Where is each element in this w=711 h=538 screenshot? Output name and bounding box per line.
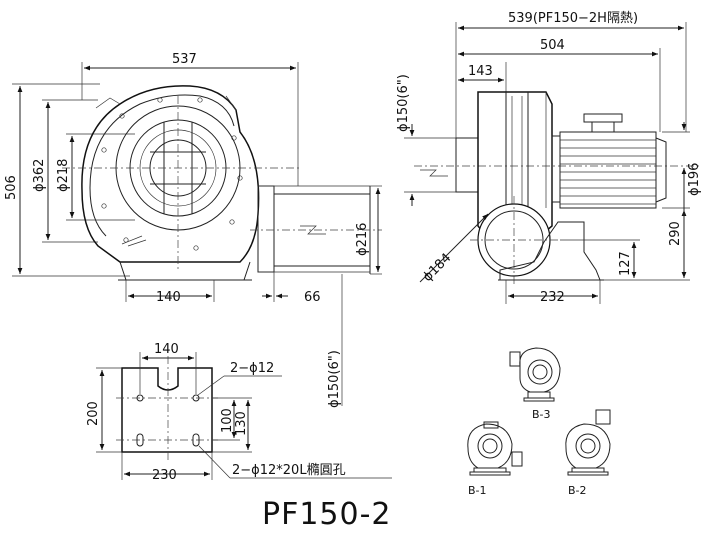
outlet-flange-dim: ϕ150(6")	[327, 350, 342, 408]
motor	[559, 113, 667, 209]
plate-hole	[192, 394, 200, 402]
orientation-label: B-2	[568, 484, 587, 497]
outlet-duct	[250, 185, 382, 274]
overall-length-dim: 539(PF150−2H隔熱)	[508, 11, 638, 26]
slot-spacing-dim: 100	[220, 408, 235, 433]
outlet-dia-dim: ϕ184	[420, 251, 454, 285]
plate-outline	[121, 367, 213, 453]
outlet-length-dim: 66	[304, 290, 321, 305]
side-view: 539(PF150−2H隔熱) 504 143 ϕ150(6") ϕ184	[396, 11, 702, 305]
outlet-height-dim: ϕ216	[355, 223, 370, 256]
orientation-b3: B-3	[509, 347, 561, 421]
orientation-label: B-3	[532, 408, 551, 421]
bolt-ring	[101, 97, 243, 251]
width-dim: 537	[172, 52, 197, 67]
hole-spacing-dim: 130	[234, 411, 249, 436]
front-view: 537 506 ϕ362 ϕ218	[4, 52, 382, 305]
housing-dia-dim: ϕ362	[32, 159, 47, 192]
center-height-dim: 127	[618, 251, 633, 276]
side-base	[499, 221, 601, 281]
plate-top-dim: 140	[154, 342, 179, 357]
plate-slot	[136, 433, 144, 447]
inlet-size-dim: ϕ150(6")	[396, 74, 411, 132]
height-dim: 506	[4, 175, 19, 200]
plate-slot	[192, 433, 200, 447]
base-plate: 140 230 200 100 130 2−ϕ12 2−ϕ12*20L橢圓孔	[86, 342, 392, 483]
outlet-dia-line	[419, 213, 489, 283]
orientation-b1: B-1	[467, 421, 523, 497]
blower-housing	[81, 85, 260, 263]
plate-hole	[136, 394, 144, 402]
overall-height-dim: 290	[668, 221, 683, 246]
base-width-dim: 140	[156, 290, 181, 305]
model-title: PF150-2	[262, 497, 392, 532]
inlet-dia-dim: ϕ218	[56, 159, 71, 192]
orientation-b2: B-2	[565, 409, 611, 497]
slots-callout: 2−ϕ12*20L橢圓孔	[232, 463, 346, 478]
motor-dia-dim: ϕ196	[687, 163, 702, 196]
side-base-dim: 232	[540, 290, 565, 305]
plate-height-dim: 200	[86, 401, 101, 426]
front-base	[119, 261, 251, 281]
inlet-offset-dim: 143	[468, 64, 493, 79]
length-dim: 504	[540, 38, 565, 53]
orientation-label: B-1	[468, 484, 487, 497]
plate-width-dim: 230	[152, 468, 177, 483]
holes-callout: 2−ϕ12	[230, 361, 274, 376]
